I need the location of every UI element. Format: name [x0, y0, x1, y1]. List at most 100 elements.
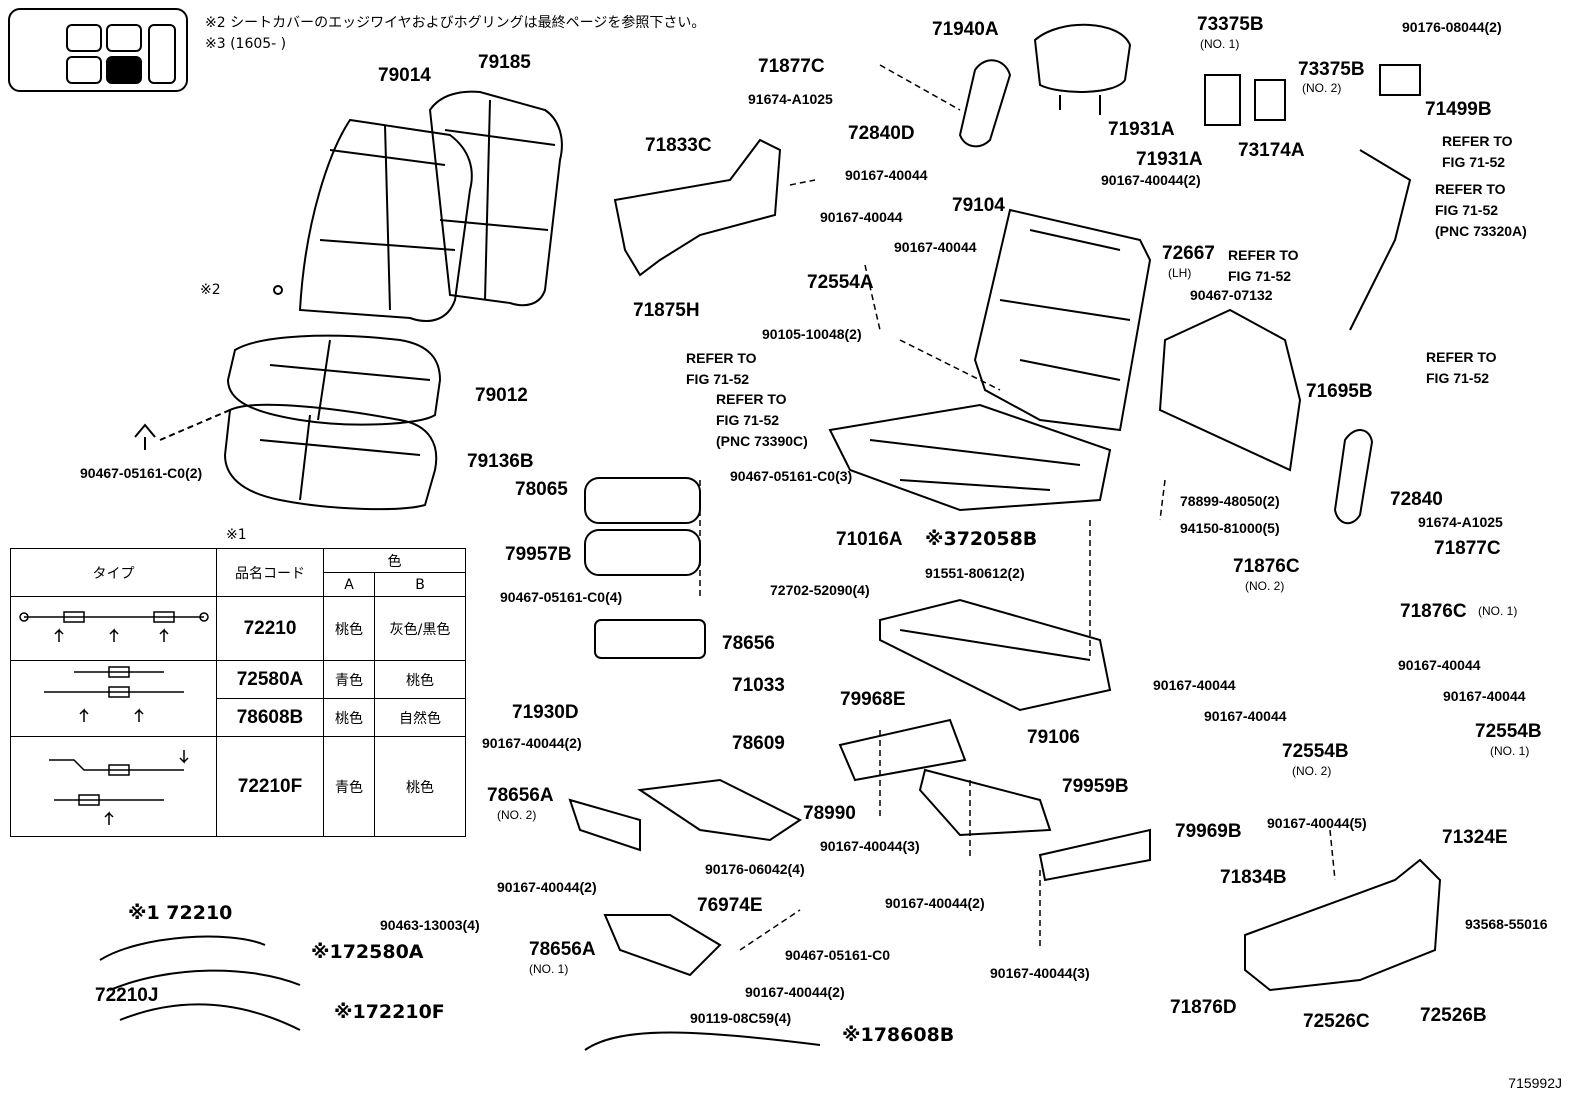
label-72526C: 72526C — [1303, 1011, 1370, 1032]
code-cell: 72210F — [216, 736, 324, 837]
code-cell: 72580A — [216, 660, 324, 699]
table-row: 72210F 青色 桃色 — [10, 736, 466, 837]
refer-1: REFER TO — [686, 350, 757, 366]
label-71940A: 71940A — [932, 19, 999, 40]
label-90467-05161-c0-3: 90467-05161-C0(3) — [730, 468, 853, 484]
label-90167-40044-c: 90167-40044 — [894, 239, 977, 255]
bracket-78990 — [637, 778, 802, 842]
header-type: タイプ — [10, 548, 217, 597]
type-illustration — [10, 660, 217, 737]
label-72554A: 72554A — [807, 272, 874, 293]
label-78656A-2: 78656A — [487, 785, 554, 806]
label-78609: 78609 — [732, 733, 785, 754]
seat-rail-79106 — [879, 598, 1112, 712]
color-a: 桃色 — [323, 698, 375, 737]
label-90167-40044-3b: 90167-40044(3) — [990, 965, 1090, 981]
refer-6: REFER TO — [1426, 349, 1497, 365]
label-72526B: 72526B — [1420, 1005, 1487, 1026]
seat-cell — [106, 24, 142, 52]
back-board-71695B — [1158, 308, 1302, 472]
label-71876C-2-no: (NO. 2) — [1245, 579, 1285, 593]
label-71876C-1-no: (NO. 1) — [1478, 604, 1518, 618]
seat-position-legend — [8, 8, 188, 92]
label-79969B: 79969B — [1175, 821, 1242, 842]
wire-78608B — [584, 1031, 821, 1051]
refer-2c: (PNC 73390C) — [716, 433, 808, 449]
armrest-78656 — [594, 619, 706, 659]
hog-ring — [273, 285, 283, 295]
label-90167-40044-2e: 90167-40044(2) — [745, 984, 845, 1000]
label-90167-40044-2d: 90167-40044(2) — [885, 895, 985, 911]
label-90167-40044-a: 90167-40044 — [845, 167, 928, 183]
label-72058B: ※372058B — [925, 528, 1038, 550]
label-90467-07132: 90467-07132 — [1190, 287, 1273, 303]
color-b: 灰色/黒色 — [374, 596, 466, 661]
label-79106: 79106 — [1027, 727, 1080, 748]
label-72554B-1: 72554B — [1475, 721, 1542, 742]
cover-79959B — [918, 768, 1052, 837]
label-90167-40044-2a: 90167-40044(2) — [1101, 172, 1201, 188]
color-a: 桃色 — [323, 596, 375, 661]
label-90167-40044-2b: 90167-40044(2) — [482, 735, 582, 751]
label-90176-08044-2: 90176-08044(2) — [1402, 19, 1502, 35]
color-b: 自然色 — [374, 698, 466, 737]
label-1-72210F: ※172210F — [334, 1001, 445, 1023]
note-2: ※2 シートカバーのエッジワイヤおよびホグリングは最終ページを参照下さい。 — [205, 15, 706, 31]
label-71033: 71033 — [732, 675, 785, 696]
label-73375B-1-no: (NO. 1) — [1200, 37, 1240, 51]
cover-79969B — [1038, 828, 1151, 882]
refer-4b: FIG 71-52 — [1442, 154, 1506, 170]
label-72667: 72667 — [1162, 243, 1215, 264]
refer-3b: FIG 71-52 — [1228, 268, 1292, 284]
seat-cell-highlighted — [106, 56, 142, 84]
label-78990: 78990 — [803, 803, 856, 824]
label-90167-40044-g: 90167-40044 — [1204, 708, 1287, 724]
header-a: A — [323, 572, 375, 597]
label-79959B: 79959B — [1062, 776, 1129, 797]
label-93568-55016: 93568-55016 — [1465, 916, 1548, 932]
label-71876C-2: 71876C — [1233, 556, 1300, 577]
label-78656: 78656 — [722, 633, 775, 654]
clip-90467 — [134, 423, 156, 450]
label-78656A-2-no: (NO. 2) — [497, 808, 537, 822]
label-72554B-2-no: (NO. 2) — [1292, 764, 1332, 778]
type-illustration — [10, 596, 217, 661]
seat-cell — [148, 24, 176, 84]
armrest-72840 — [1333, 429, 1374, 525]
label-90167-40044-5: 90167-40044(5) — [1267, 815, 1367, 831]
label-73375B-2-no: (NO. 2) — [1302, 81, 1342, 95]
seat-cushion-79136B — [223, 403, 438, 511]
refer-2b: FIG 71-52 — [716, 412, 780, 428]
seat-frame-71016A — [828, 403, 1112, 512]
refer-5b: FIG 71-52 — [1435, 202, 1499, 218]
color-b: 桃色 — [374, 736, 466, 837]
refer-4: REFER TO — [1442, 133, 1513, 149]
figure-code: 715992J — [1508, 1075, 1562, 1091]
bracket-71499B — [1379, 64, 1421, 96]
label-71931A-1: 71931A — [1108, 119, 1175, 140]
refer-6b: FIG 71-52 — [1426, 370, 1490, 386]
label-90176-06042-4: 90176-06042(4) — [705, 861, 805, 877]
label-72702-52090-4: 72702-52090(4) — [770, 582, 870, 598]
label-71877C-top: 71877C — [758, 56, 825, 77]
armrest-pad-79957B — [584, 529, 701, 576]
label-78656A-1: 78656A — [529, 939, 596, 960]
table-row: 72210 桃色 灰色/黒色 — [10, 596, 466, 661]
label-90167-40044-3a: 90167-40044(3) — [820, 838, 920, 854]
label-91674-a1025: 91674-A1025 — [1418, 514, 1503, 530]
label-91674-a1025-top: 91674-A1025 — [748, 91, 833, 107]
type-illustration — [10, 736, 217, 837]
headrest-71940A — [1033, 23, 1132, 115]
seat-cell — [66, 24, 102, 52]
label-90467-05161-c0: 90467-05161-C0 — [785, 947, 891, 963]
label-79014: 79014 — [378, 65, 431, 86]
refer-2: REFER TO — [716, 391, 787, 407]
table-row: 78608B 桃色 自然色 — [11, 698, 466, 737]
header-b: B — [374, 572, 466, 597]
seatbelt-assembly — [1349, 149, 1412, 331]
label-71875H: 71875H — [633, 300, 700, 321]
seat-back-frame-79104 — [973, 208, 1152, 432]
refer-3: REFER TO — [1228, 247, 1299, 263]
cover-79968E — [838, 718, 967, 782]
bracket-73375B-no2 — [1254, 79, 1286, 121]
